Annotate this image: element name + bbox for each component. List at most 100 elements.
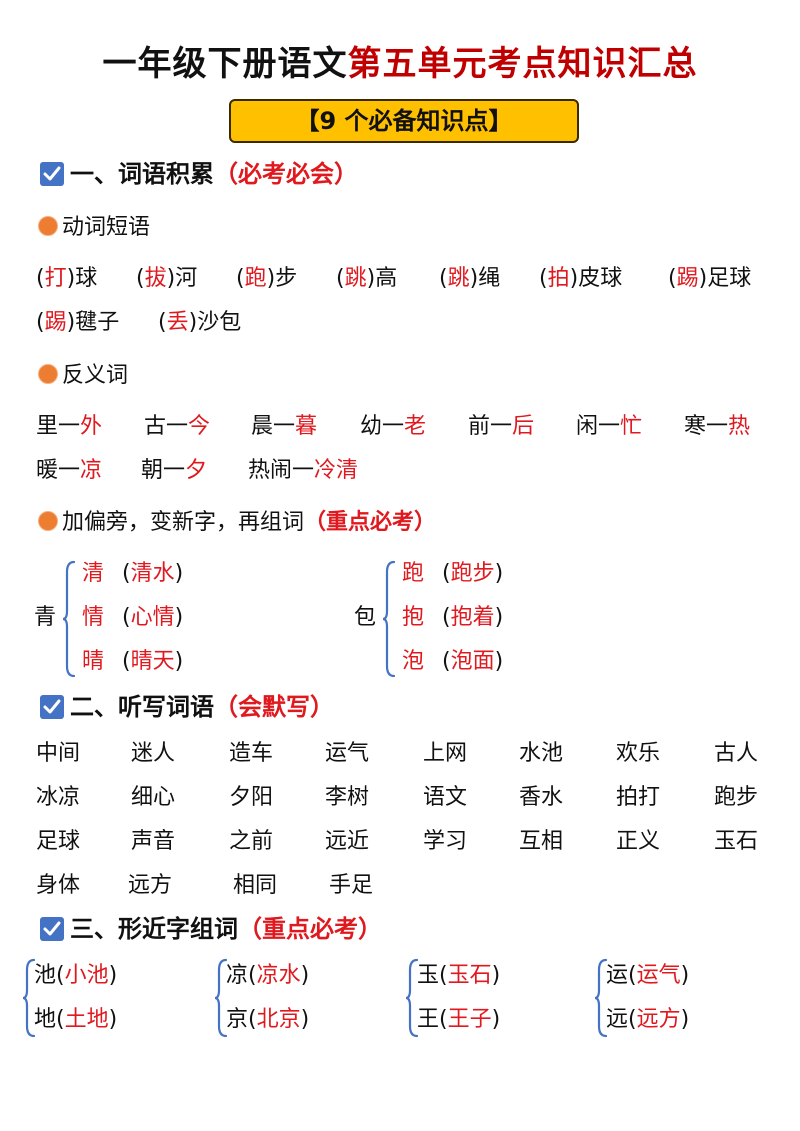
paren-open: ( bbox=[628, 963, 637, 988]
verb-phrase-item: (跑)步 bbox=[236, 262, 297, 296]
section-3-note: （重点必考） bbox=[238, 915, 382, 943]
similar-char-line: 地(土地) bbox=[34, 1004, 117, 1036]
paren-open: ( bbox=[56, 963, 65, 988]
paren-open: ( bbox=[248, 1007, 257, 1032]
antonym-pair: 前一后 bbox=[468, 410, 534, 444]
dictation-word: 足球 bbox=[36, 829, 81, 854]
paren-close: ) bbox=[469, 266, 479, 291]
verb-phrase-item: (踢)足球 bbox=[668, 262, 751, 296]
verb-object: 足球 bbox=[707, 266, 752, 291]
verb-phrase-item: (拔)河 bbox=[136, 262, 197, 296]
paren-close: ) bbox=[680, 1007, 690, 1032]
similar-char: 王 bbox=[417, 1007, 440, 1032]
section-1-note: （必考必会） bbox=[214, 160, 358, 188]
new-word: 清水 bbox=[130, 561, 175, 586]
similar-char-line: 池(小池) bbox=[34, 960, 117, 992]
bullet-dot-icon bbox=[38, 216, 58, 236]
verb-key-char: 拍 bbox=[547, 266, 570, 291]
title-part2: 第五单元考点知识汇总 bbox=[347, 44, 698, 84]
paren-close: ) bbox=[66, 310, 76, 335]
section-2-heading: 二、听写词语（会默写） bbox=[40, 690, 334, 724]
paren-open: ( bbox=[36, 310, 45, 335]
antonym-answer: 冷清 bbox=[314, 458, 359, 483]
verb-phrase-item: (打)球 bbox=[36, 262, 97, 296]
paren-close: ) bbox=[188, 310, 198, 335]
antonym-answer: 老 bbox=[404, 414, 427, 439]
paren-open: ( bbox=[122, 561, 131, 586]
section-3-label: 三、形近字组词 bbox=[70, 915, 238, 943]
knowledge-count-badge: 【9 个必备知识点】 bbox=[229, 99, 579, 143]
paren-close: ) bbox=[494, 649, 504, 674]
verb-key-char: 打 bbox=[44, 266, 67, 291]
paren-close: ) bbox=[266, 266, 276, 291]
radical-new-char-line: 抱(抱着) bbox=[402, 602, 503, 634]
radical-note: （重点必考） bbox=[304, 510, 437, 535]
paren-close: ) bbox=[491, 1007, 501, 1032]
dictation-word: 造车 bbox=[229, 741, 274, 766]
dictation-word: 水池 bbox=[519, 741, 564, 766]
antonym-pair: 朝一夕 bbox=[141, 454, 207, 488]
dictation-word: 远近 bbox=[325, 829, 370, 854]
dictation-word: 上网 bbox=[423, 741, 468, 766]
paren-open: ( bbox=[439, 1007, 448, 1032]
paren-open: ( bbox=[122, 649, 131, 674]
dictation-word: 相同 bbox=[233, 873, 278, 898]
dictation-word: 李树 bbox=[325, 785, 370, 810]
paren-open: ( bbox=[442, 649, 451, 674]
page-title: 一年级下册语文第五单元考点知识汇总 bbox=[0, 36, 800, 85]
antonym-word: 前一 bbox=[468, 414, 513, 439]
verb-key-char: 踢 bbox=[44, 310, 67, 335]
verb-object: 河 bbox=[175, 266, 198, 291]
verb-key-char: 跳 bbox=[344, 266, 367, 291]
dictation-word: 拍打 bbox=[616, 785, 661, 810]
dictation-word: 互相 bbox=[519, 829, 564, 854]
antonym-answer: 后 bbox=[512, 414, 535, 439]
antonym-word: 晨一 bbox=[251, 414, 296, 439]
checkbox-icon bbox=[40, 162, 64, 186]
radical-new-char-line: 晴(晴天) bbox=[82, 646, 183, 678]
antonym-pair: 里一外 bbox=[36, 410, 102, 444]
paren-open: ( bbox=[442, 605, 451, 630]
bullet-dot-icon bbox=[38, 511, 58, 531]
paren-close: ) bbox=[300, 1007, 310, 1032]
antonym-pair: 晨一暮 bbox=[251, 410, 317, 444]
radical-heading: 加偏旁，变新字，再组词（重点必考） bbox=[38, 508, 436, 538]
radical-new-char-line: 泡(泡面) bbox=[402, 646, 503, 678]
similar-char-line: 运(运气) bbox=[606, 960, 689, 992]
dictation-word: 语文 bbox=[423, 785, 468, 810]
paren-open: ( bbox=[122, 605, 131, 630]
new-char: 清 bbox=[82, 561, 105, 586]
new-word: 抱着 bbox=[450, 605, 495, 630]
antonym-word: 幼一 bbox=[360, 414, 405, 439]
antonym-word: 热闹一 bbox=[248, 458, 315, 483]
dictation-word: 香水 bbox=[519, 785, 564, 810]
paren-close: ) bbox=[491, 963, 501, 988]
paren-open: ( bbox=[539, 266, 548, 291]
verb-phrase-heading: 动词短语 bbox=[38, 213, 150, 243]
paren-close: ) bbox=[300, 963, 310, 988]
paren-close: ) bbox=[366, 266, 376, 291]
section-3-heading: 三、形近字组词（重点必考） bbox=[40, 912, 382, 946]
dictation-word: 学习 bbox=[423, 829, 468, 854]
paren-close: ) bbox=[174, 649, 184, 674]
verb-key-char: 拔 bbox=[144, 266, 167, 291]
verb-phrase-item: (丢)沙包 bbox=[158, 306, 241, 340]
section-2-label: 二、听写词语 bbox=[70, 693, 214, 721]
similar-word: 北京 bbox=[256, 1007, 301, 1032]
similar-word: 土地 bbox=[64, 1007, 109, 1032]
new-char: 跑 bbox=[402, 561, 425, 586]
verb-key-char: 踢 bbox=[676, 266, 699, 291]
paren-open: ( bbox=[248, 963, 257, 988]
radical-root-char: 青 bbox=[34, 605, 57, 630]
similar-word: 玉石 bbox=[447, 963, 492, 988]
antonym-word: 里一 bbox=[36, 414, 81, 439]
paren-open: ( bbox=[439, 266, 448, 291]
new-char: 泡 bbox=[402, 649, 425, 674]
paren-open: ( bbox=[56, 1007, 65, 1032]
similar-char-line: 京(北京) bbox=[226, 1004, 309, 1036]
dictation-word: 欢乐 bbox=[616, 741, 661, 766]
bullet-dot-icon bbox=[38, 364, 58, 384]
verb-phrase-item: (踢)毽子 bbox=[36, 306, 119, 340]
verb-object: 球 bbox=[75, 266, 98, 291]
brace-icon bbox=[22, 958, 36, 1042]
